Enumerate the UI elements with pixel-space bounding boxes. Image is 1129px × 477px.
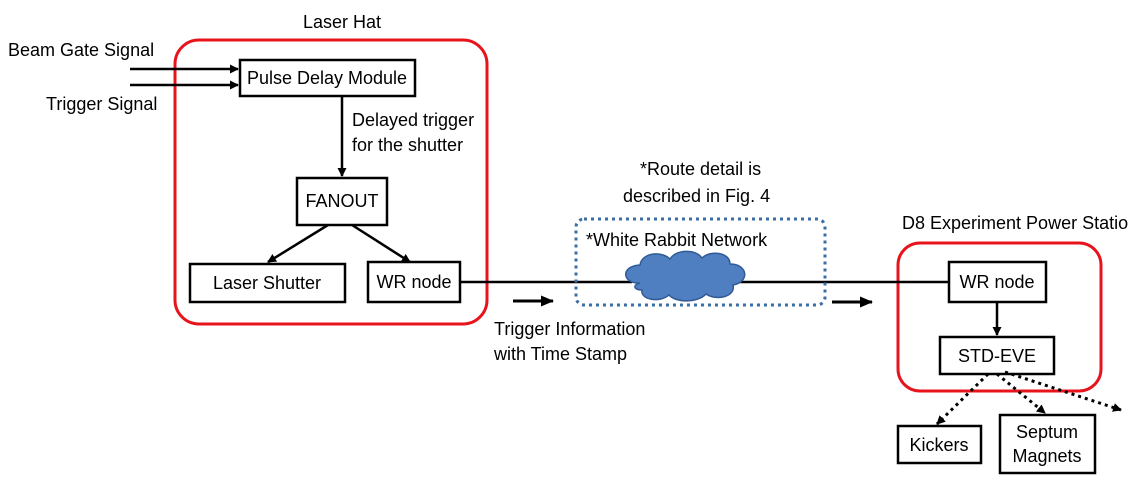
septum-magnets-box <box>998 413 1097 475</box>
fanout-box <box>295 176 389 227</box>
beam-gate-signal-label: Beam Gate Signal <box>8 40 154 60</box>
laser-shutter-label: Laser Shutter <box>213 273 321 293</box>
std-eve-to-septum-arrow <box>996 372 1046 415</box>
wr-node-left-box <box>366 260 462 304</box>
fanout-label: FANOUT <box>305 191 378 211</box>
septum-magnets-label-1: Septum <box>1016 422 1078 442</box>
std-eve-to-kickers-arrow <box>935 372 990 426</box>
laser-hat-title: Laser Hat <box>303 12 381 32</box>
wr-node-right-box <box>947 260 1048 304</box>
route-detail-note-1: *Route detail is <box>640 159 761 179</box>
route-detail-note-2: described in Fig. 4 <box>623 186 770 206</box>
laser-hat-group <box>173 38 489 326</box>
pulse-delay-module-box <box>238 58 417 98</box>
delayed-trigger-label-1: Delayed trigger <box>352 110 474 130</box>
pulse-delay-module-label: Pulse Delay Module <box>247 68 407 88</box>
kickers-box <box>896 424 983 465</box>
wr-node-left-label: WR node <box>376 272 451 292</box>
trigger-signal-label: Trigger Signal <box>46 94 157 114</box>
cloud-icon <box>625 250 746 302</box>
trigger-information-label-2: with Time Stamp <box>493 344 627 364</box>
fanout-to-wr-arrow <box>351 223 411 264</box>
wr-node-right-label: WR node <box>959 272 1034 292</box>
power-station-title: D8 Experiment Power Station <box>902 213 1129 233</box>
kickers-label: Kickers <box>909 435 968 455</box>
std-eve-label: STD-EVE <box>958 346 1036 366</box>
white-rabbit-network-label: *White Rabbit Network <box>586 230 768 250</box>
septum-magnets-label-2: Magnets <box>1012 446 1081 466</box>
std-eve-box <box>938 335 1056 376</box>
laser-shutter-box <box>188 262 347 304</box>
delayed-trigger-label-2: for the shutter <box>352 135 463 155</box>
fanout-to-shutter-arrow <box>267 223 329 264</box>
power-station-group <box>896 241 1103 393</box>
white-rabbit-network-box <box>574 217 827 307</box>
trigger-information-label-1: Trigger Information <box>494 319 645 339</box>
